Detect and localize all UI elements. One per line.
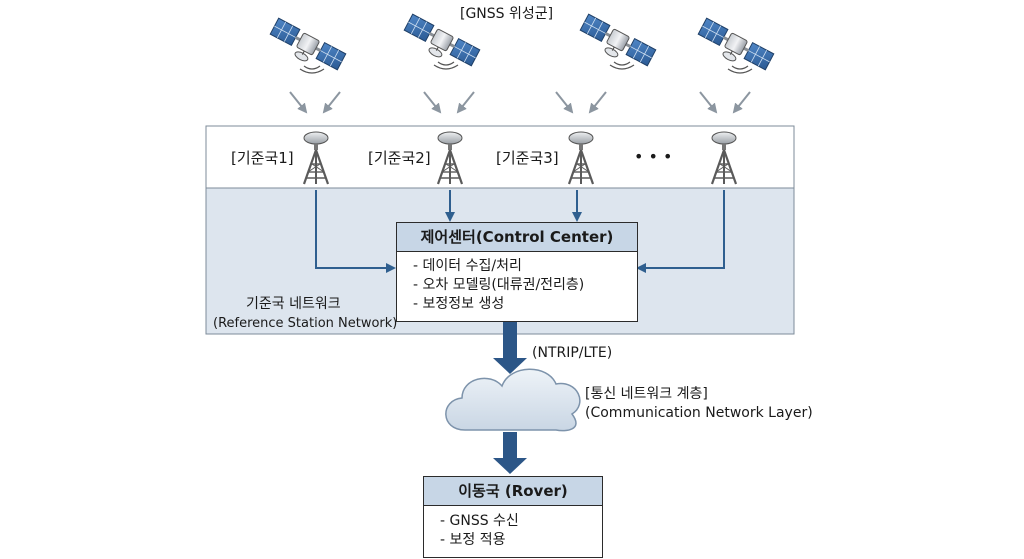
- satellite-icon: [402, 13, 481, 70]
- control-center-items: - 데이터 수집/처리 - 오차 모델링(대류권/전리층) - 보정정보 생성: [397, 252, 637, 314]
- station-label-1: [기준국1]: [231, 149, 294, 167]
- control-center-box: 제어센터(Control Center) - 데이터 수집/처리 - 오차 모델…: [396, 222, 638, 322]
- rover-items: - GNSS 수신 - 보정 적용: [424, 506, 602, 550]
- control-center-item: - 데이터 수집/처리: [413, 258, 522, 274]
- ntrip-link-arrow: [493, 320, 527, 374]
- control-center-title: 제어센터(Control Center): [397, 223, 637, 252]
- constellation-label: [GNSS 위성군]: [460, 6, 554, 22]
- link-protocol-label: (NTRIP/LTE): [532, 345, 613, 361]
- cloud-icon: [445, 368, 581, 432]
- rover-item: - GNSS 수신: [440, 513, 519, 529]
- satellite-icon: [578, 13, 657, 70]
- station-to-control-arrows: [315, 190, 725, 273]
- rover-link-arrow: [493, 432, 527, 474]
- more-stations-ellipsis: • • •: [634, 147, 673, 166]
- comm-layer-label-en: (Communication Network Layer): [585, 405, 813, 421]
- control-center-item: - 오차 모델링(대류권/전리층): [413, 277, 585, 293]
- network-label-en: (Reference Station Network): [213, 316, 398, 331]
- rover-box: 이동국 (Rover) - GNSS 수신 - 보정 적용: [423, 476, 603, 558]
- rover-item: - 보정 적용: [440, 532, 506, 548]
- satellite-icon: [268, 17, 347, 74]
- station-label-3: [기준국3]: [496, 149, 559, 167]
- signal-arrows: [289, 91, 751, 114]
- rover-title: 이동국 (Rover): [424, 477, 602, 506]
- control-center-item: - 보정정보 생성: [413, 296, 505, 312]
- station-label-2: [기준국2]: [368, 149, 431, 167]
- network-label-ko: 기준국 네트워크: [246, 296, 341, 312]
- comm-layer-label-ko: [통신 네트워크 계층]: [585, 386, 708, 402]
- satellite-icon: [696, 17, 775, 74]
